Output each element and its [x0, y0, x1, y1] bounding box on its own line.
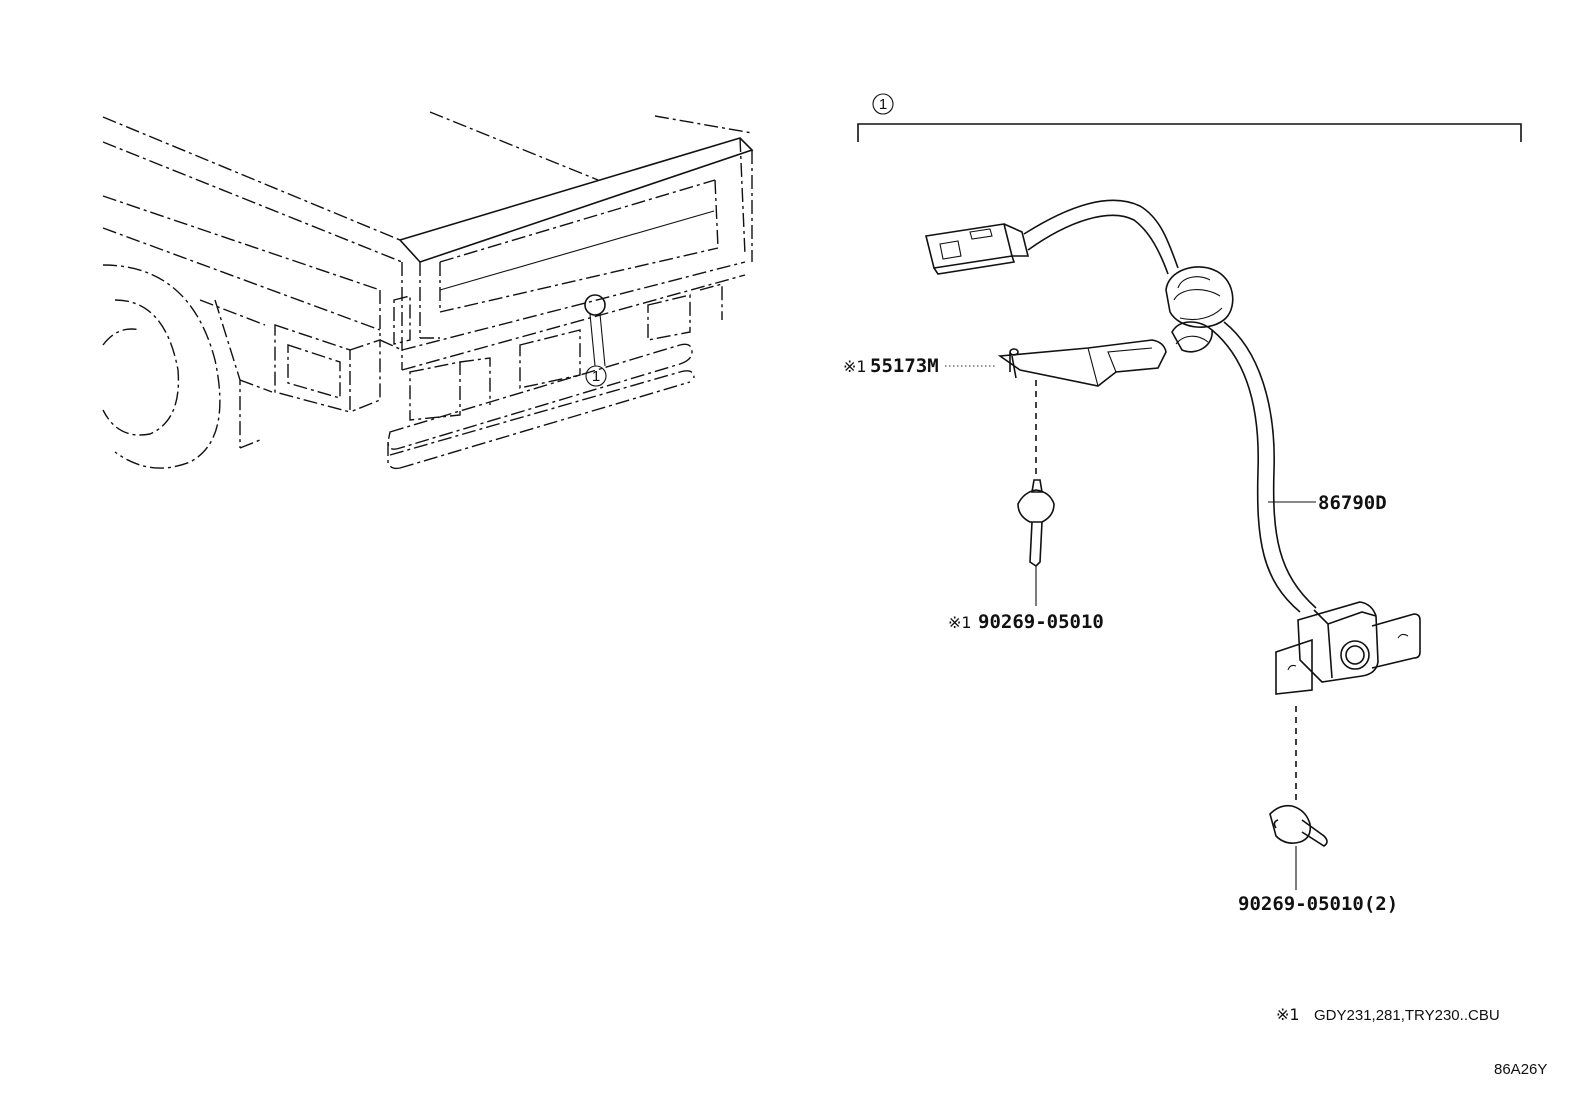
camera-harness [925, 199, 1421, 695]
cable-grommet [1165, 266, 1234, 353]
bracket-label-mark: ※1 [843, 357, 867, 376]
screw-upper-mark: ※1 [948, 613, 972, 632]
camera-unit [1275, 601, 1421, 695]
callout-circle-assembly [872, 93, 894, 115]
figure-id: 86A26Y [1494, 1061, 1547, 1078]
footnote-mark: ※1 [1276, 1005, 1300, 1024]
callout-circle-truck [585, 365, 607, 387]
screw-upper-part-code: 90269-05010 [978, 611, 1104, 633]
bracket-part-code: 55173M [870, 355, 939, 377]
screw-lower-part-code: 90269-05010(2) [1238, 893, 1398, 915]
screw-upper [1017, 479, 1055, 606]
callout-number-assembly: 1 [879, 96, 887, 113]
footnote-text: GDY231,281,TRY230..CBU [1314, 1007, 1500, 1024]
harness-connector [925, 223, 1030, 275]
screw-lower [1269, 804, 1328, 890]
camera-assembly-part-code: 86790D [1318, 492, 1387, 514]
camera-location-marker [584, 294, 606, 316]
assembly-bracket: 1 [857, 93, 1522, 142]
camera-bracket [997, 339, 1167, 387]
callout-number-truck: 1 [592, 368, 600, 385]
truck-rear-illustration: 1 [102, 111, 754, 470]
